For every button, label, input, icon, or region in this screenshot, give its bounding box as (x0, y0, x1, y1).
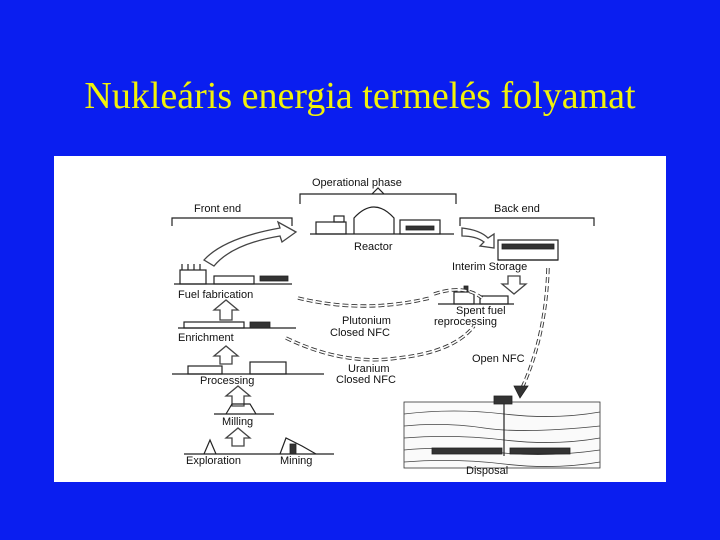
uranium-label-line2: Closed NFC (336, 374, 396, 386)
front-end-label: Front end (194, 203, 241, 215)
spent-fuel-label-line1: Spent fuel (456, 305, 506, 317)
reprocessing-illustration (438, 285, 514, 305)
plutonium-label-line1: Plutonium (342, 315, 391, 327)
exploration-label: Exploration (186, 455, 241, 467)
arrow-milling-to-processing (224, 385, 252, 407)
fuel-cycle-diagram: Operational phase Front end Back end Rea… (171, 177, 601, 477)
back-end-label: Back end (494, 203, 540, 215)
plutonium-loop (297, 288, 484, 308)
arrow-storage-to-reprocessing (500, 275, 528, 295)
arrow-fabrication-to-reactor (202, 220, 298, 267)
reactor-label: Reactor (354, 241, 393, 253)
enrichment-label: Enrichment (178, 332, 234, 344)
exploration-mining-illustration (184, 437, 334, 455)
open-nfc-label: Open NFC (472, 353, 525, 365)
milling-label: Milling (222, 416, 253, 428)
arrow-processing-to-enrichment (212, 345, 240, 365)
processing-illustration (172, 361, 324, 375)
milling-illustration (214, 403, 274, 415)
fuel-fabrication-label: Fuel fabrication (178, 289, 253, 301)
operational-phase-label: Operational phase (312, 177, 402, 189)
interim-storage-illustration (497, 239, 559, 261)
arrow-enrichment-to-fabrication (212, 299, 240, 321)
mining-label: Mining (280, 455, 312, 467)
slide-title: Nukleáris energia termelés folyamat (84, 75, 636, 117)
reactor-illustration (310, 206, 454, 235)
arrow-reactor-to-storage (461, 227, 495, 249)
disposal-cross-section (403, 395, 601, 469)
fuel-fabrication-illustration (174, 264, 292, 285)
disposal-label: Disposal (466, 465, 508, 477)
arrow-mining-to-milling (224, 427, 252, 447)
plutonium-label-line2: Closed NFC (330, 327, 390, 339)
open-nfc-dashed-path (513, 267, 550, 399)
enrichment-illustration (178, 321, 296, 329)
nuclear-fuel-cycle-figure: Operational phase Front end Back end Rea… (54, 156, 666, 482)
uranium-label-line1: Uranium (348, 363, 390, 375)
processing-label: Processing (200, 375, 254, 387)
front-end-bracket (171, 217, 293, 226)
spent-fuel-label-line2: reprocessing (434, 316, 497, 328)
back-end-bracket (459, 217, 595, 226)
interim-storage-label: Interim Storage (452, 261, 527, 273)
operational-phase-bracket (299, 187, 457, 204)
